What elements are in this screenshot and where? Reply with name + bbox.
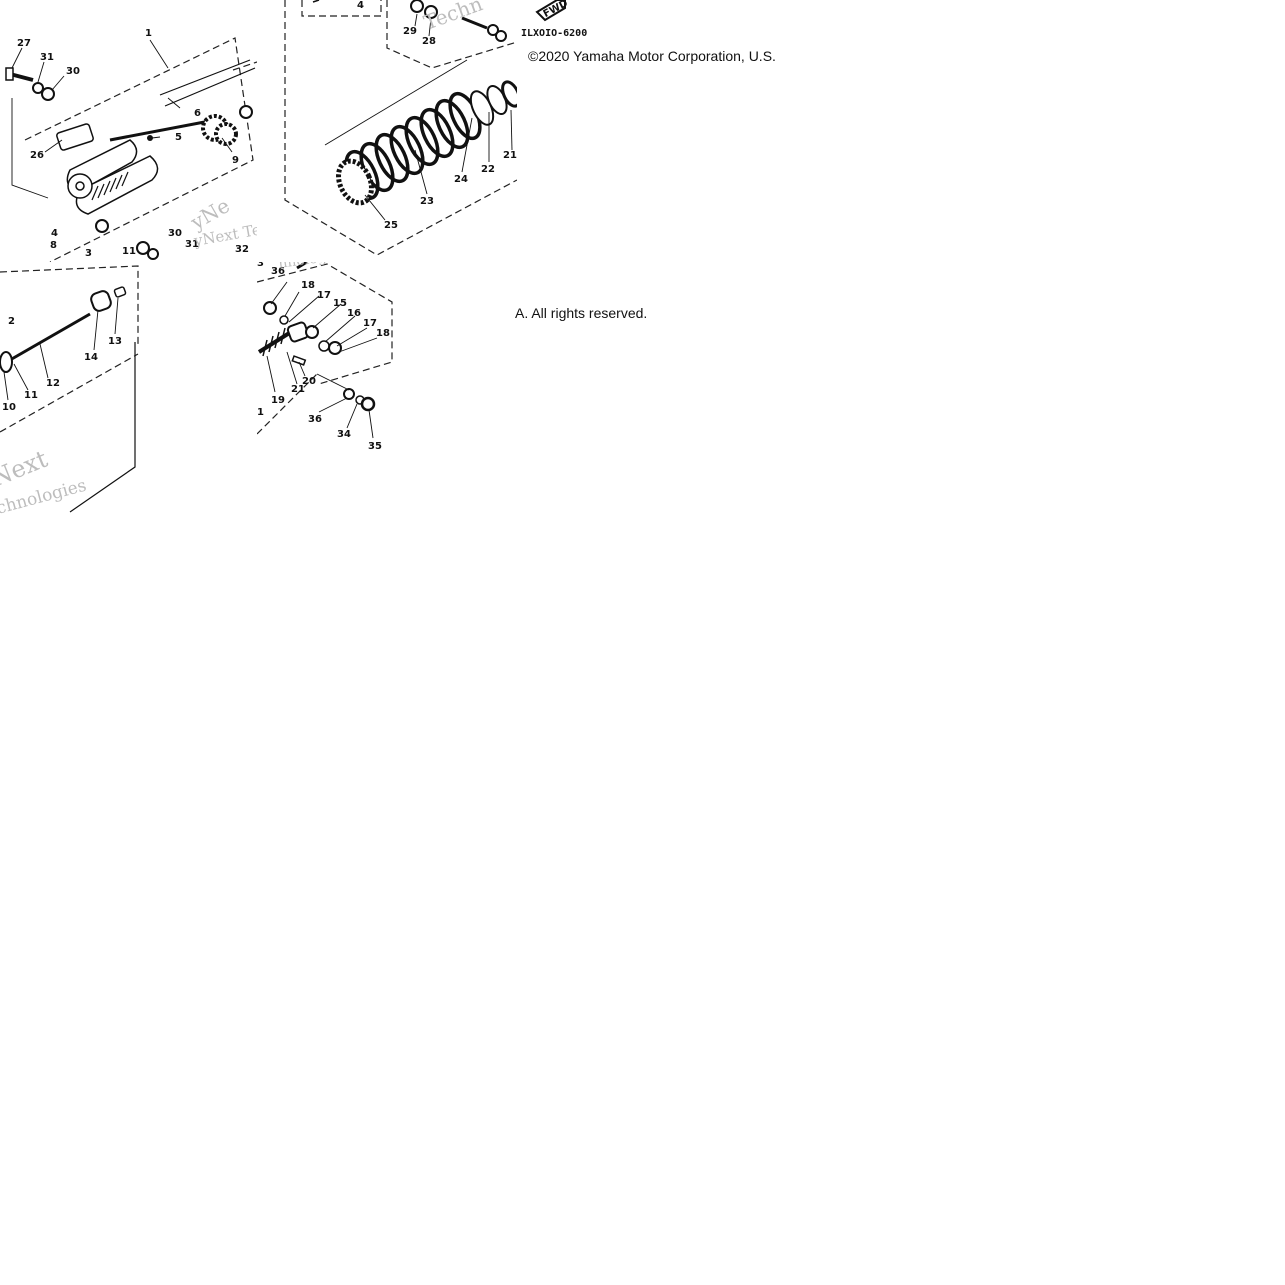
bracket-hardware-drawing: 36 3 18 17 15 16 17 18 20 21 19 1 36 34 …: [257, 262, 393, 452]
drawing-code: ILXOIO-6200: [521, 28, 587, 39]
shaft-drawing: 2 14 13 12 11 10 Next chnologies: [0, 265, 139, 517]
callout-26: 26: [30, 150, 44, 161]
callout-12: 12: [46, 378, 60, 389]
callout-16: 16: [347, 308, 361, 319]
callout-35: 35: [368, 441, 382, 452]
callout-4: 4: [51, 228, 58, 239]
callout-11b: 11: [24, 390, 38, 401]
callout-34: 34: [337, 429, 351, 440]
callout-18: 18: [301, 280, 315, 291]
copyright-line-2: A. All rights reserved.: [515, 305, 648, 321]
diagram-tile-shaft: 2 14 13 12 11 10 Next chnologies: [0, 262, 257, 517]
callout-31: 31: [40, 52, 54, 63]
callout-36: 36: [271, 266, 285, 277]
callout-1b: 1: [257, 407, 264, 418]
callout-19: 19: [271, 395, 285, 406]
callout-32: 32: [235, 244, 249, 255]
callout-36b: 36: [308, 414, 322, 425]
callout-4b: 4: [357, 0, 364, 11]
diagram-tile-shock-assembly: 1 27 31 30 6 5 9 26 4 8 3 11 30 31 32 yN…: [0, 0, 257, 262]
spring-drawing: 4 29 28 25 23 24 22 21 Techn: [284, 0, 517, 256]
callout-27: 27: [17, 38, 31, 49]
callout-8: 8: [50, 240, 57, 251]
callout-10: 10: [2, 402, 16, 413]
callout-23: 23: [420, 196, 434, 207]
callout-22: 22: [481, 164, 495, 175]
callout-5: 5: [175, 132, 182, 143]
copyright-line-1: ©2020 Yamaha Motor Corporation, U.S.: [528, 48, 776, 64]
diagram-tile-bracket-hardware: 36 3 18 17 15 16 17 18 20 21 19 1 36 34 …: [257, 262, 402, 455]
callout-18b: 18: [376, 328, 390, 339]
callout-9: 9: [232, 155, 239, 166]
callout-1: 1: [145, 28, 152, 39]
diagram-tile-spring: 4 29 28 25 23 24 22 21 Techn: [257, 0, 517, 262]
watermark-text: hnologies: [277, 262, 347, 272]
callout-28: 28: [422, 36, 436, 47]
callout-6: 6: [194, 108, 201, 119]
shock-assembly-drawing: 1 27 31 30 6 5 9 26 4 8 3 11 30 31 32 yN…: [5, 28, 257, 262]
callout-21: 21: [503, 150, 517, 161]
callout-17: 17: [317, 290, 331, 301]
callout-11: 11: [122, 246, 136, 257]
fwd-label: FWD: [542, 0, 570, 20]
callout-14: 14: [84, 352, 98, 363]
callout-21b: 21: [291, 384, 305, 395]
callout-25: 25: [384, 220, 398, 231]
callout-3b: 3: [257, 262, 264, 269]
callout-3: 3: [85, 248, 92, 259]
fwd-tag-area: FWD ILXOIO-6200: [521, 0, 587, 39]
callout-15: 15: [333, 298, 347, 309]
callout-24: 24: [454, 174, 468, 185]
callout-13: 13: [108, 336, 122, 347]
callout-30b: 30: [168, 228, 182, 239]
callout-17b: 17: [363, 318, 377, 329]
callout-30: 30: [66, 66, 80, 77]
callout-20: 20: [302, 376, 316, 387]
callout-29: 29: [403, 26, 417, 37]
callout-2: 2: [8, 316, 15, 327]
callout-31b: 31: [185, 239, 199, 250]
